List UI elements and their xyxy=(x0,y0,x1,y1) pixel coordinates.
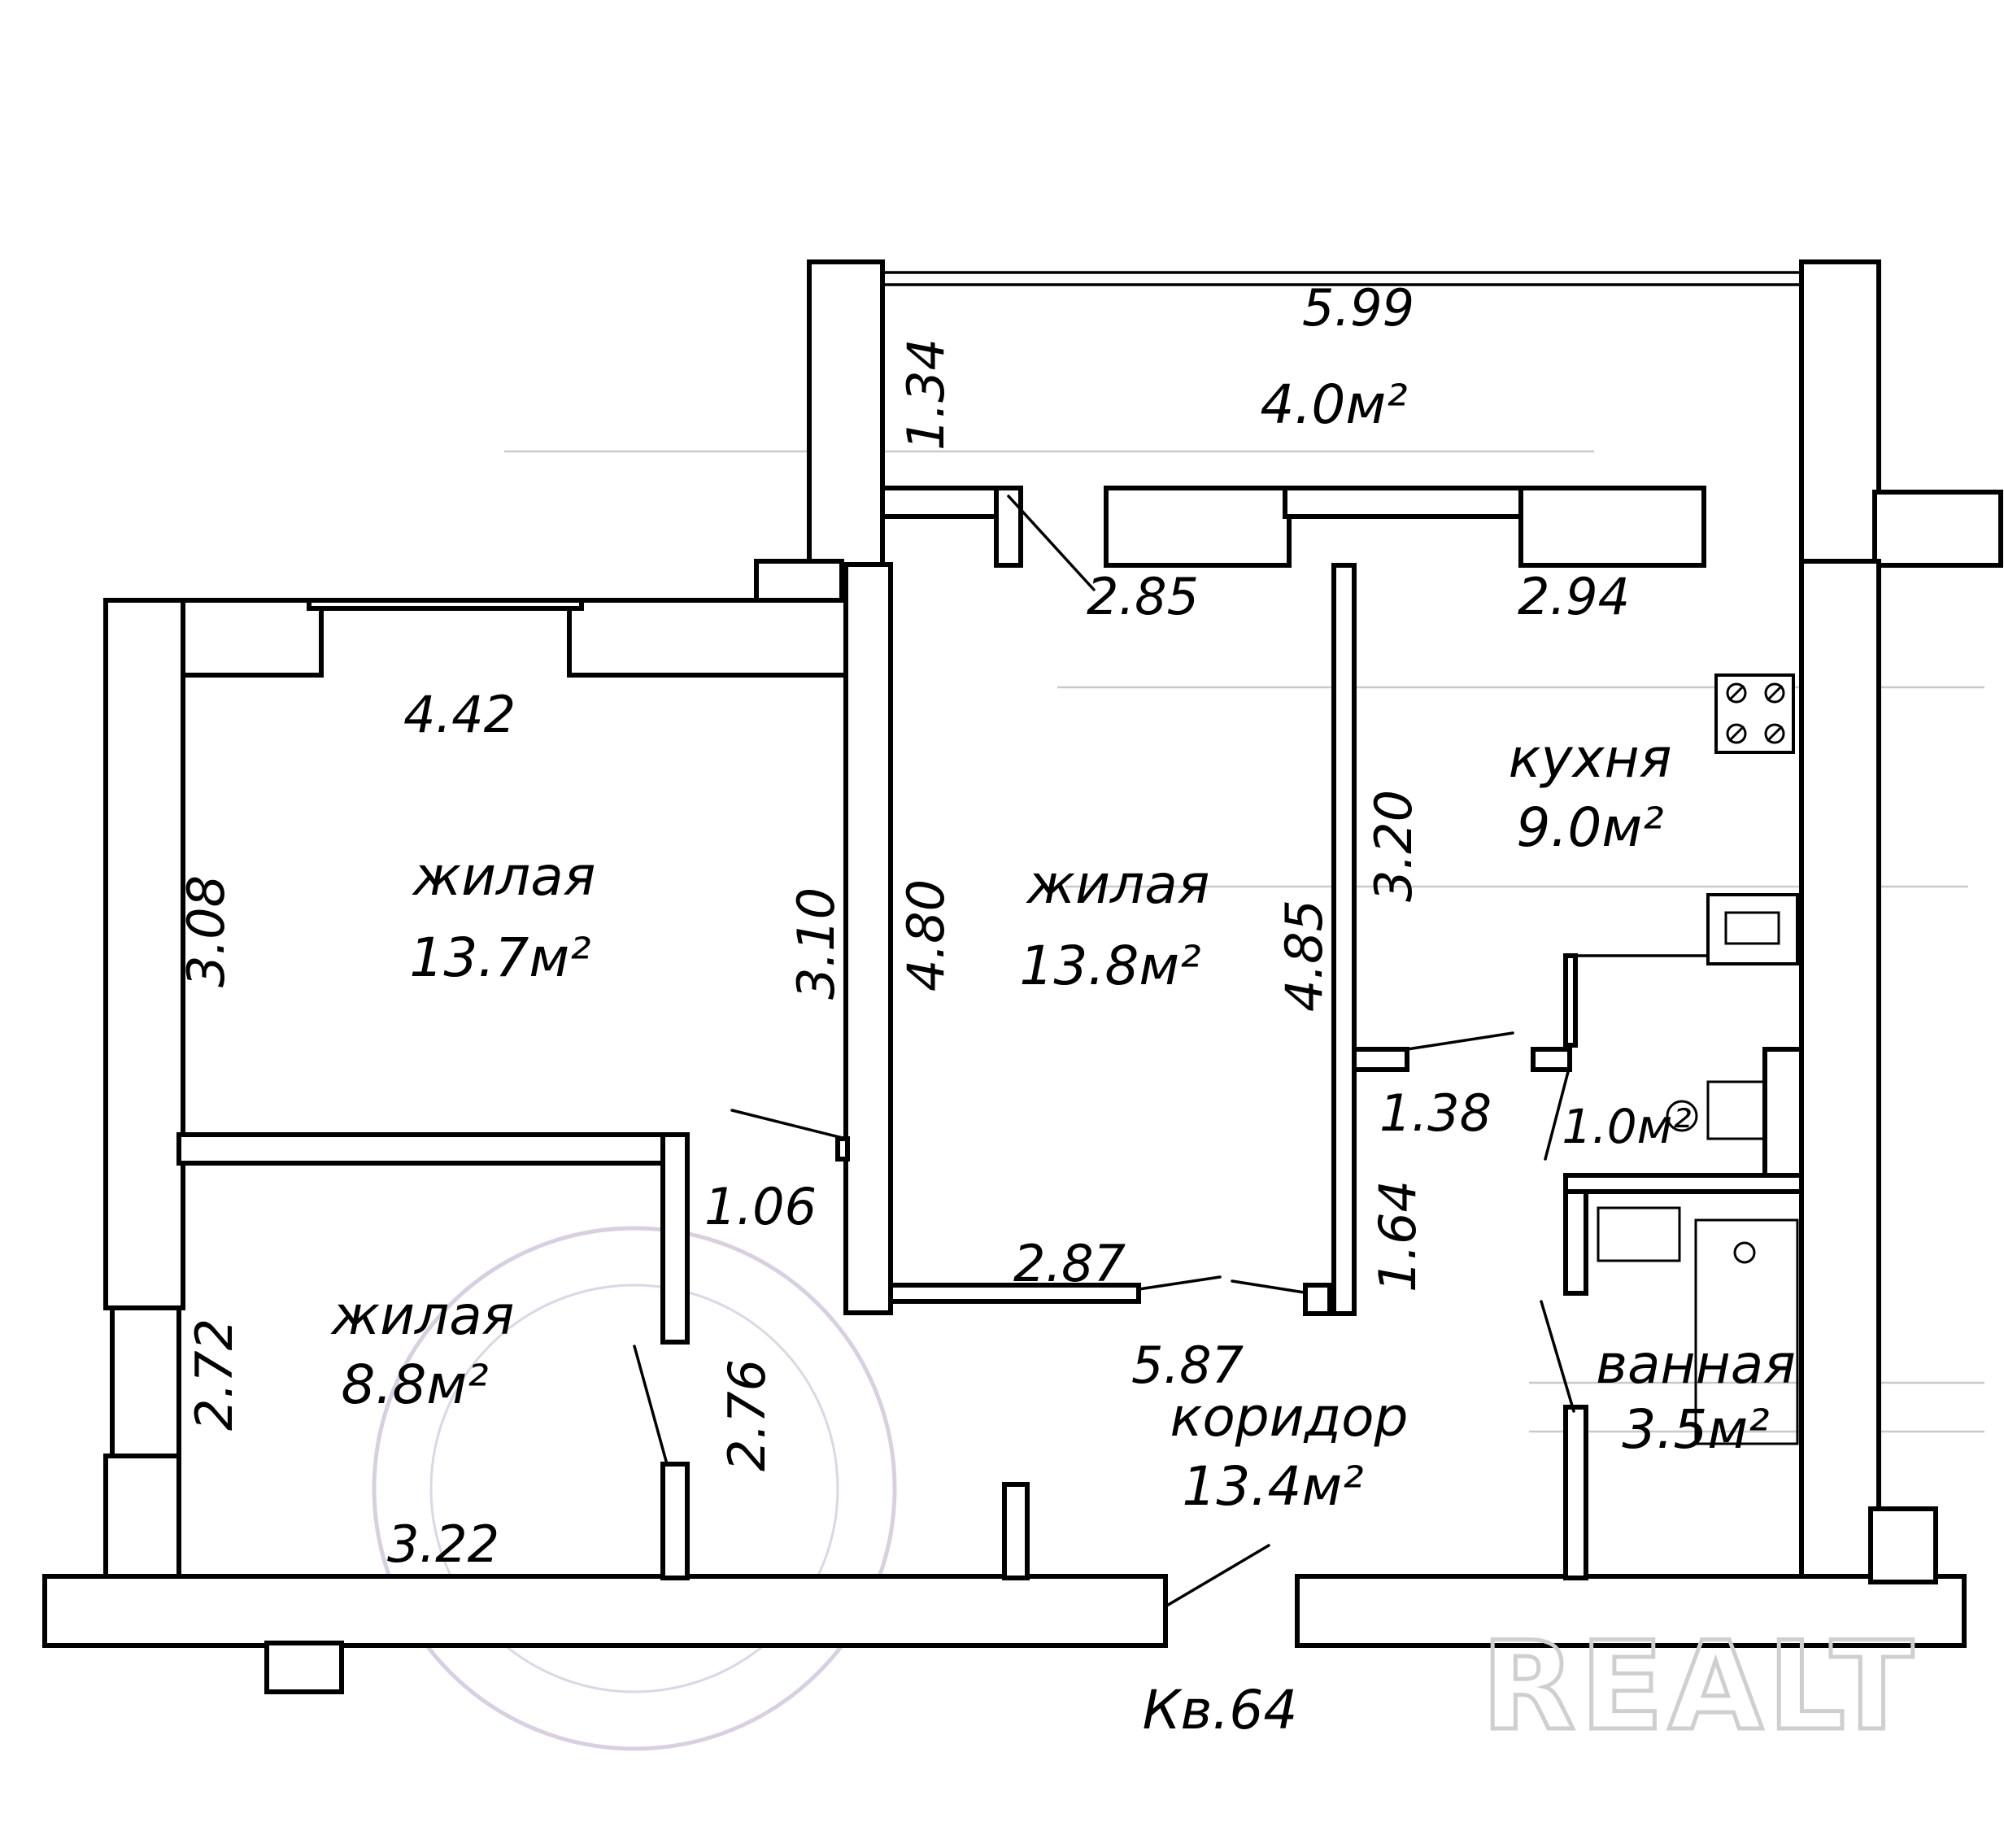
kitchen-name-label: кухня xyxy=(1509,727,1672,790)
living1-width-label: 4.42 xyxy=(403,685,516,744)
official-stamp xyxy=(372,1226,897,1751)
wc-area-label: 1.0м² xyxy=(1562,1099,1691,1154)
living2-area-label: 13.8м² xyxy=(1019,935,1200,997)
balcony-depth-label: 1.34 xyxy=(896,338,956,451)
corridor-width-a-label: 1.06 xyxy=(704,1177,817,1236)
corridor-length-label: 5.87 xyxy=(1131,1336,1244,1395)
stove-icon xyxy=(1714,673,1795,754)
living3-width-label: 3.22 xyxy=(387,1515,499,1574)
living3-left-depth-label: 2.72 xyxy=(185,1318,244,1431)
kitchen-depth-label: 3.20 xyxy=(1364,790,1423,902)
living1-area-label: 13.7м² xyxy=(409,926,590,989)
bathroom-area-label: 3.5м² xyxy=(1622,1398,1769,1461)
balcony-area-label: 4.0м² xyxy=(1260,373,1407,436)
living2-name-label: жилая xyxy=(1026,853,1210,916)
living2-right-depth-label: 4.85 xyxy=(1274,900,1334,1012)
corridor-name-label: коридор xyxy=(1170,1386,1409,1449)
balcony xyxy=(807,259,2003,568)
kitchen-area-label: 9.0м² xyxy=(1516,796,1663,859)
corridor-width-c-label: 1.64 xyxy=(1368,1180,1427,1292)
interior-walls xyxy=(176,486,1804,1608)
watermark-logo: REALT xyxy=(1481,1616,1918,1758)
bathtub-icon xyxy=(1694,1218,1799,1445)
living2-left-depth-label: 4.80 xyxy=(896,879,956,992)
living2-bottom-width-label: 2.87 xyxy=(1013,1234,1126,1293)
apartment-number-label: Кв.64 xyxy=(1143,1679,1298,1741)
living2-top-width-label: 2.85 xyxy=(1087,567,1199,626)
toilet-icon xyxy=(1666,1080,1767,1140)
living1-right-depth-label: 3.10 xyxy=(786,887,846,1000)
living1-name-label: жилая xyxy=(412,845,596,908)
kitchen-width-label: 2.94 xyxy=(1518,567,1630,626)
living3-area-label: 8.8м² xyxy=(341,1353,488,1416)
bathroom-name-label: ванная xyxy=(1596,1333,1796,1396)
sink-icon xyxy=(1706,893,1799,965)
corridor-area-label: 13.4м² xyxy=(1182,1455,1363,1518)
living3-right-depth-label: 2.76 xyxy=(717,1359,777,1471)
outer-walls xyxy=(42,486,1967,1694)
corridor-width-b-label: 1.38 xyxy=(1379,1083,1492,1143)
living1-left-depth-label: 3.08 xyxy=(176,875,236,987)
balcony-width-label: 5.99 xyxy=(1302,278,1414,338)
living3-name-label: жилая xyxy=(330,1284,515,1347)
washbasin-icon xyxy=(1597,1206,1681,1262)
